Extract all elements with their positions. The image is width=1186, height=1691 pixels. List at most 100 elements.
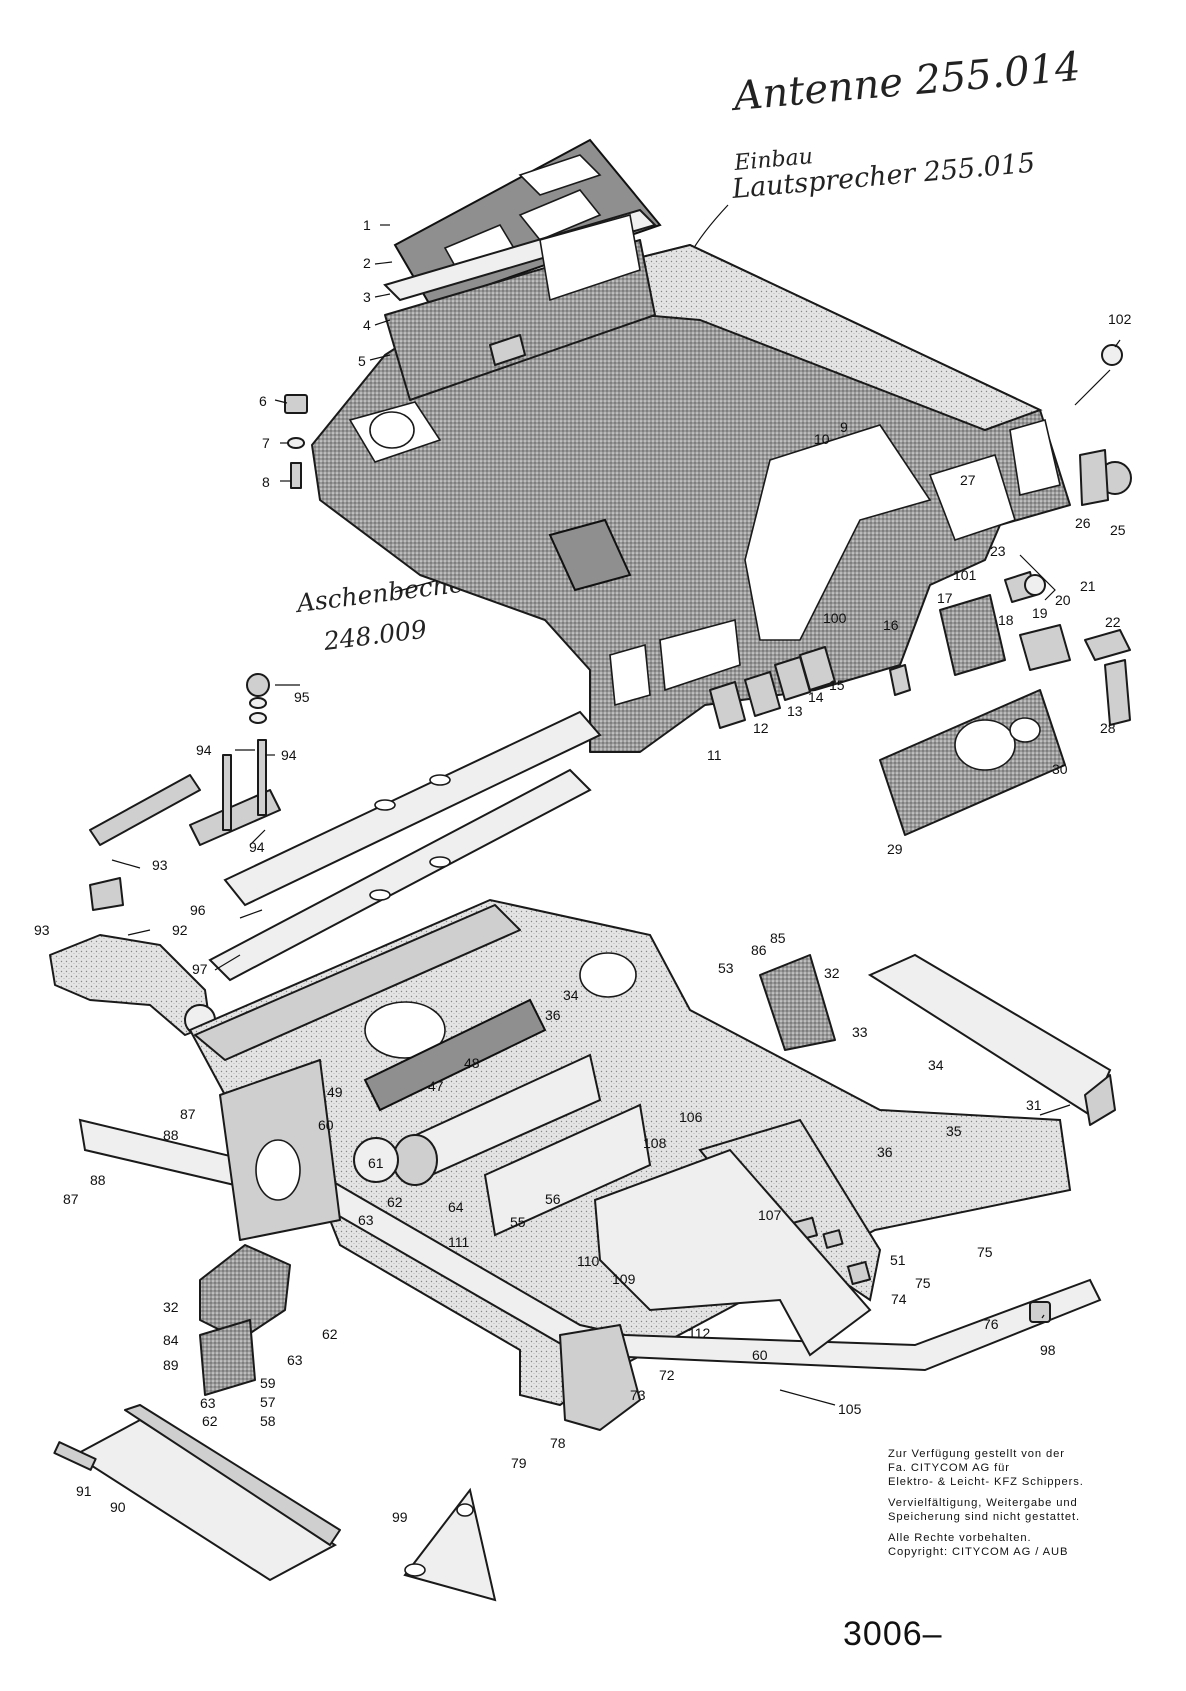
- part-label-100: 100: [823, 610, 847, 626]
- part-label-72: 72: [659, 1367, 675, 1383]
- part-label-56: 56: [545, 1191, 561, 1207]
- part-label-90: 90: [110, 1499, 126, 1515]
- part-label-60-left: 60: [318, 1117, 334, 1133]
- part-label-36-left: 36: [545, 1007, 561, 1023]
- part-label-98: 98: [1040, 1342, 1056, 1358]
- part-label-31: 31: [1026, 1097, 1042, 1113]
- blower-assembly: [353, 998, 652, 1237]
- part-label-28: 28: [1100, 720, 1116, 736]
- annotation-antenna: Antenne 255.014: [728, 44, 1082, 120]
- part-label-27: 27: [960, 472, 976, 488]
- part-label-96: 96: [190, 902, 206, 918]
- part-label-22: 22: [1105, 614, 1121, 630]
- part-label-36-right: 36: [877, 1144, 893, 1160]
- part-label-111: 111: [448, 1234, 469, 1250]
- part-label-6: 6: [259, 393, 267, 409]
- part-label-97: 97: [192, 961, 208, 977]
- part-label-19: 19: [1032, 605, 1048, 621]
- part-label-63-upper: 63: [358, 1212, 374, 1228]
- part-label-30: 30: [1052, 761, 1068, 777]
- notice-line-4: Vervielfältigung, Weitergabe und: [888, 1497, 1078, 1509]
- part-label-13: 13: [787, 703, 803, 719]
- part-label-109: 109: [612, 1271, 636, 1287]
- part-label-59: 59: [260, 1375, 276, 1391]
- part-label-34-upper: 34: [563, 987, 579, 1003]
- part-label-75-upper: 75: [977, 1244, 993, 1260]
- part-label-49: 49: [327, 1084, 343, 1100]
- part-label-94-upper: 94: [196, 742, 212, 758]
- part-label-88-lower: 88: [90, 1172, 106, 1188]
- notice-line-2: Fa. CITYCOM AG für: [888, 1462, 1010, 1474]
- knob-98: [1029, 1301, 1051, 1323]
- part-label-76: 76: [983, 1316, 999, 1332]
- part-label-86: 86: [751, 942, 767, 958]
- part-label-94-lower: 94: [249, 839, 265, 855]
- notice-line-7: Copyright: CITYCOM AG / AUB: [888, 1546, 1069, 1558]
- part-label-11: 11: [707, 747, 722, 763]
- part-label-48: 48: [464, 1055, 480, 1071]
- part-label-85: 85: [770, 930, 786, 946]
- part-label-95: 95: [294, 689, 310, 705]
- notice-line-1: Zur Verfügung gestellt von der: [888, 1448, 1065, 1460]
- part-label-93-left: 93: [34, 922, 50, 938]
- bracket-99: [403, 1487, 497, 1602]
- part-label-34-right: 34: [928, 1057, 944, 1073]
- part-label-107: 107: [758, 1207, 782, 1223]
- part-label-14: 14: [808, 689, 824, 705]
- part-label-92: 92: [172, 922, 188, 938]
- part-label-32-upper: 32: [824, 965, 840, 981]
- part-label-110: 110: [577, 1253, 600, 1269]
- part-label-88-upper: 88: [163, 1127, 179, 1143]
- side-rail: [867, 953, 1116, 1126]
- part-label-101: 101: [953, 567, 977, 583]
- part-label-106: 106: [679, 1109, 703, 1125]
- part-label-63-right: 63: [287, 1352, 303, 1368]
- part-label-74: 74: [891, 1291, 907, 1307]
- part-label-102: 102: [1108, 311, 1132, 327]
- rear-cover-plate: [879, 689, 1066, 836]
- part-label-105: 105: [838, 1401, 862, 1417]
- copyright-notice: Zur Verfügung gestellt von der Fa. CITYC…: [888, 1447, 1178, 1566]
- part-label-112: 112: [688, 1325, 711, 1341]
- part-label-62-upper: 62: [387, 1194, 403, 1210]
- part-label-1: 1: [363, 217, 371, 233]
- part-label-20: 20: [1055, 592, 1071, 608]
- part-label-87-lower: 87: [63, 1191, 79, 1207]
- part-label-89: 89: [163, 1357, 179, 1373]
- part-label-26: 26: [1075, 515, 1091, 531]
- part-label-16: 16: [883, 617, 899, 633]
- part-label-60-right: 60: [752, 1347, 768, 1363]
- part-label-62-right: 62: [322, 1326, 338, 1342]
- part-label-91: 91: [76, 1483, 92, 1499]
- part-label-2: 2: [363, 255, 371, 271]
- part-label-29: 29: [887, 841, 903, 857]
- part-label-63-lower: 63: [200, 1395, 216, 1411]
- notice-line-3: Elektro- & Leicht- KFZ Schippers.: [888, 1476, 1084, 1488]
- part-label-58: 58: [260, 1413, 276, 1429]
- part-label-78: 78: [550, 1435, 566, 1451]
- notice-line-6: Alle Rechte vorbehalten.: [888, 1532, 1032, 1544]
- notice-line-5: Speicherung sind nicht gestattet.: [888, 1511, 1081, 1523]
- part-label-108: 108: [643, 1135, 667, 1151]
- part-label-8: 8: [262, 474, 270, 490]
- part-label-47: 47: [428, 1078, 444, 1094]
- rail-strips: [208, 710, 602, 982]
- part-labels: 1 2 3 4 5 6 7 8 9 10 11 12 13 14 15 16 1…: [34, 217, 1132, 1525]
- part-label-64: 64: [448, 1199, 464, 1215]
- part-label-9: 9: [840, 419, 848, 435]
- part-label-61: 61: [368, 1155, 384, 1171]
- small-dash-parts: [284, 334, 1132, 729]
- part-label-4: 4: [363, 317, 371, 333]
- bracket-84: [199, 1319, 256, 1396]
- part-label-53: 53: [718, 960, 734, 976]
- part-label-57: 57: [260, 1394, 276, 1410]
- part-label-79: 79: [511, 1455, 527, 1471]
- part-label-17: 17: [937, 590, 953, 606]
- wiper-linkage: [49, 673, 281, 1036]
- part-label-73: 73: [630, 1387, 646, 1403]
- part-label-3: 3: [363, 289, 371, 305]
- part-label-99: 99: [392, 1509, 408, 1525]
- annotation-ashtray-line2: 248.009: [321, 615, 428, 657]
- part-label-10: 10: [814, 431, 830, 447]
